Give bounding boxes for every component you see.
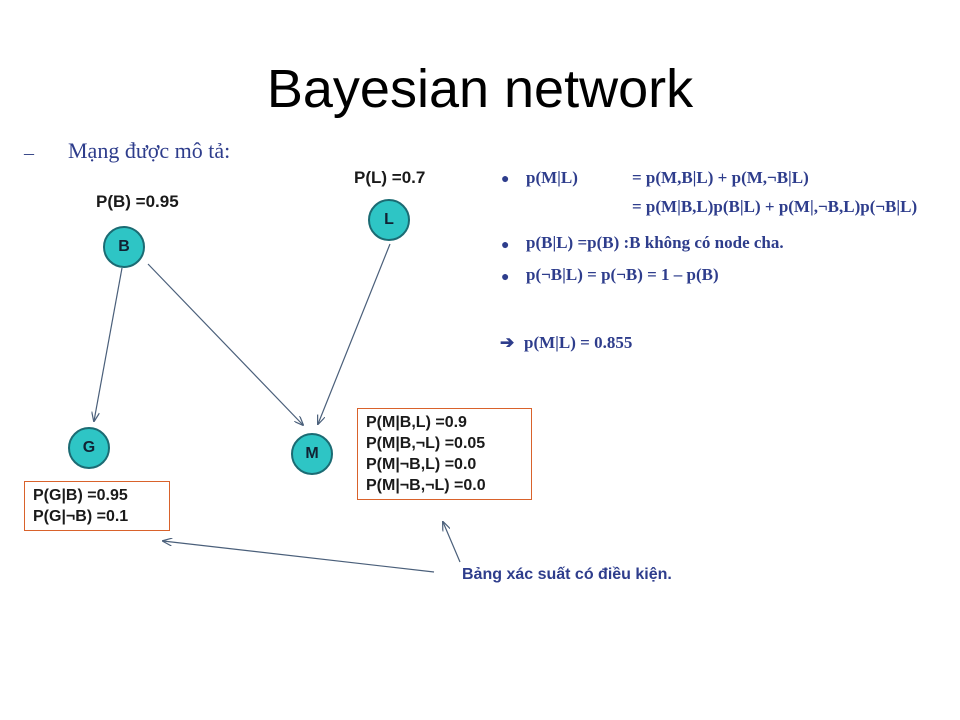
cpt-g: P(G|B) =0.95 P(G|¬B) =0.1 — [24, 481, 170, 531]
edge-b-m — [147, 263, 303, 425]
node-l: L — [368, 199, 410, 241]
bullet-icon: ● — [501, 236, 510, 252]
edge-b-g — [94, 267, 123, 421]
cpt-m-row: P(M|B,L) =0.9 — [366, 414, 467, 431]
intro-dash: – — [24, 142, 34, 164]
intro-text: Mạng được mô tả: — [68, 138, 231, 163]
formula-3: p(B|L) =p(B) :B không có node cha. — [526, 233, 784, 252]
result-arrow-icon: ➔ — [500, 333, 515, 352]
prior-l: P(L) =0.7 — [354, 168, 426, 187]
cpt-m-row: P(M|B,¬L) =0.05 — [366, 435, 486, 452]
cpt-g-row: P(G|B) =0.95 — [33, 487, 128, 504]
cpt-m-row: P(M|¬B,¬L) =0.0 — [366, 477, 486, 494]
bullet-icon: ● — [501, 268, 510, 284]
formula-2-right: = p(M|B,L)p(B|L) + p(M|,¬B,L)p(¬B|L) — [632, 197, 918, 216]
formula-4: p(¬B|L) = p(¬B) = 1 – p(B) — [526, 265, 719, 284]
cpt-m: P(M|B,L) =0.9 P(M|B,¬L) =0.05 P(M|¬B,L) … — [357, 408, 532, 500]
node-g: G — [68, 427, 110, 469]
note-arrow-m — [443, 522, 461, 563]
bullet-icon: ● — [501, 170, 510, 186]
prior-b: P(B) =0.95 — [96, 192, 179, 211]
formula-1-right: = p(M,B|L) + p(M,¬B|L) — [632, 168, 809, 187]
cpt-g-row: P(G|¬B) =0.1 — [33, 508, 129, 525]
node-b: B — [103, 226, 145, 268]
note-arrow-g — [163, 541, 435, 573]
edge-l-m — [318, 243, 391, 424]
node-m: M — [291, 433, 333, 475]
cpt-m-row: P(M|¬B,L) =0.0 — [366, 456, 477, 473]
cpt-note: Bảng xác suất có điều kiện. — [462, 566, 672, 583]
slide-title: Bayesian network — [266, 59, 694, 119]
formula-1-left: p(M|L) — [526, 168, 578, 187]
formula-result: p(M|L) = 0.855 — [524, 333, 633, 352]
